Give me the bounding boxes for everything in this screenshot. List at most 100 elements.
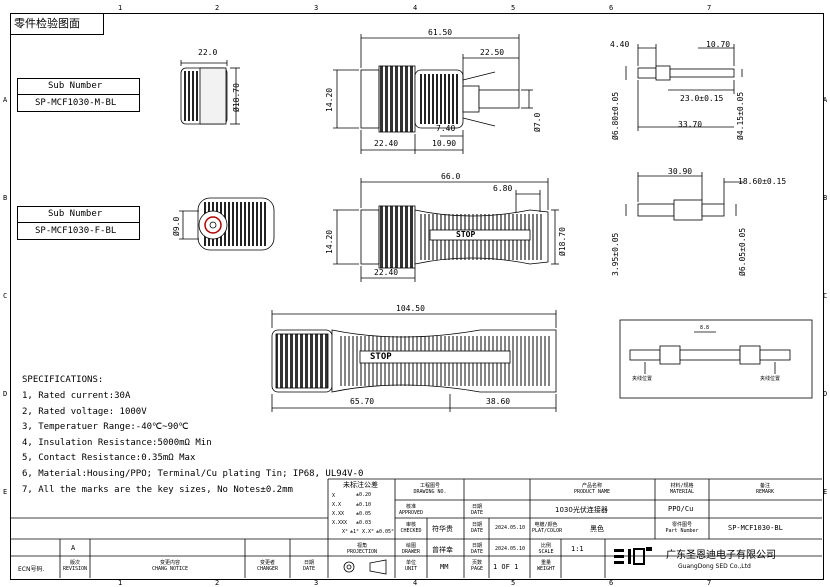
tb-scale: 1:1: [571, 545, 584, 553]
tolerance-val: ±0.10: [356, 502, 372, 508]
tolerance-title: 未标注公差: [343, 481, 378, 489]
dim-male-740: 7.40: [436, 124, 456, 133]
sub-number-value-male: SP-MCF1030-M-BL: [35, 98, 117, 108]
company-name-cn: 广东圣恩迪电子有限公司: [666, 550, 776, 561]
zone-right-C: C: [823, 292, 828, 300]
zone-top-4: 4: [413, 4, 418, 12]
tolerance-val: ±0.03: [356, 520, 372, 526]
tb-unit: MM: [440, 563, 449, 571]
zone-bottom-2: 2: [215, 579, 220, 587]
dim-male-height: 14.20: [325, 87, 334, 112]
spec-item: 6, Material:Housing/PPO; Terminal/Cu pla…: [22, 469, 364, 479]
dim-assembled-total: 104.50: [396, 304, 425, 313]
dim-male-cap-diameter: Ø18.70: [232, 83, 241, 112]
dim-assembled-left: 65.70: [350, 397, 375, 406]
dim-pin-1070: 10.70: [706, 40, 731, 49]
dim-pin-23: 23.0±0.15: [680, 94, 724, 103]
tolerance-val: ±0.05°: [376, 529, 395, 535]
dim-pin-3370: 33.70: [678, 120, 703, 129]
male-connector-side-view: [333, 34, 533, 154]
company-name-en: GuangDong SED Co.,Ltd: [678, 563, 751, 570]
sub-number-label-female: Sub Number: [48, 209, 103, 219]
zone-right-E: E: [823, 488, 828, 496]
inset-dim: 8.8: [700, 325, 710, 331]
tolerance-val: ±0.05: [356, 511, 372, 517]
spec-item: 1, Rated current:30A: [22, 391, 131, 401]
zone-top-1: 1: [118, 4, 123, 12]
dim-male-pin: Ø7.0: [533, 112, 542, 132]
zone-left-E: E: [3, 488, 8, 496]
tolerance-key: X.XXX: [332, 520, 348, 526]
dim-male-right: 22.50: [480, 48, 505, 57]
tolerance-key: X°: [342, 529, 349, 535]
zone-left-B: B: [3, 194, 8, 202]
assembled-connector-view: [271, 310, 557, 412]
dim-male-cap-width: 22.0: [198, 48, 218, 57]
zone-bottom-4: 4: [413, 579, 418, 587]
stop-mark-assembled: STOP: [370, 352, 392, 362]
zone-right-B: B: [823, 194, 828, 202]
dim-pin-d680: Ø6.80±0.05: [611, 91, 620, 140]
zone-top-7: 7: [707, 4, 712, 12]
zone-bottom-7: 7: [707, 579, 712, 587]
dim-female-680: 6.80: [493, 184, 513, 193]
dim-female-height: 14.20: [325, 229, 334, 254]
dim-socket-395: 3.95±0.05: [611, 232, 620, 276]
tolerance-key: X.XX: [332, 511, 345, 517]
spec-item: 2, Rated voltage: 1000V: [22, 407, 147, 417]
tb-page: 1 OF 1: [493, 563, 519, 571]
dim-female-cap-d9: Ø9.0: [172, 216, 181, 236]
spec-heading: SPECIFICATIONS:: [22, 375, 104, 385]
zone-top-3: 3: [314, 4, 319, 12]
spec-item: 7, All the marks are the key sizes, No N…: [22, 485, 293, 495]
male-pin-view: [625, 44, 743, 131]
tolerance-key: X: [332, 493, 336, 499]
zone-bottom-5: 5: [511, 579, 516, 587]
tb-checked-date: 2024.05.10: [494, 525, 526, 531]
tb-part-no: SP-MCF1030-BL: [728, 524, 783, 532]
tolerance-val: ±0.20: [356, 492, 372, 498]
dim-female-left: 22.40: [374, 268, 399, 277]
zone-left-D: D: [3, 390, 8, 398]
ecn-label: ECN号码.: [18, 566, 45, 573]
spec-item: 5, Contact Resistance:0.35mΩ Max: [22, 453, 196, 463]
dim-socket-d605: Ø6.05±0.05: [738, 227, 747, 276]
zone-left-A: A: [3, 96, 8, 104]
dim-male-left: 22.40: [374, 139, 399, 148]
zone-bottom-1: 1: [118, 579, 123, 587]
spec-item: 4, Insulation Resistance:5000mΩ Min: [22, 438, 212, 448]
inset-label-left: 夹线位置: [632, 376, 653, 382]
drawing-frame: [10, 13, 824, 580]
female-socket-view: [625, 172, 744, 221]
spec-item: 3, Temperatuer Range:-40℃~90℃: [22, 422, 189, 432]
stop-mark-female: STOP: [456, 230, 476, 239]
zone-right-A: A: [823, 96, 828, 104]
tolerance-key: X.X°: [362, 529, 375, 535]
zone-top-5: 5: [511, 4, 516, 12]
dim-male-mid: 10.90: [432, 139, 457, 148]
company-logo-icon: [612, 545, 654, 569]
zone-top-2: 2: [215, 4, 220, 12]
sub-number-label-male: Sub Number: [48, 81, 103, 91]
drawing-title: 零件检验图面: [14, 17, 80, 30]
tb-product-name: 1030光伏连接器: [555, 506, 608, 514]
dim-pin-d415: Ø4.15±0.05: [736, 91, 745, 140]
sub-number-value-female: SP-MCF1030-F-BL: [35, 226, 117, 236]
zone-top-6: 6: [609, 4, 614, 12]
rev-value: A: [71, 544, 76, 552]
tolerance-val: ±1°: [350, 529, 360, 535]
